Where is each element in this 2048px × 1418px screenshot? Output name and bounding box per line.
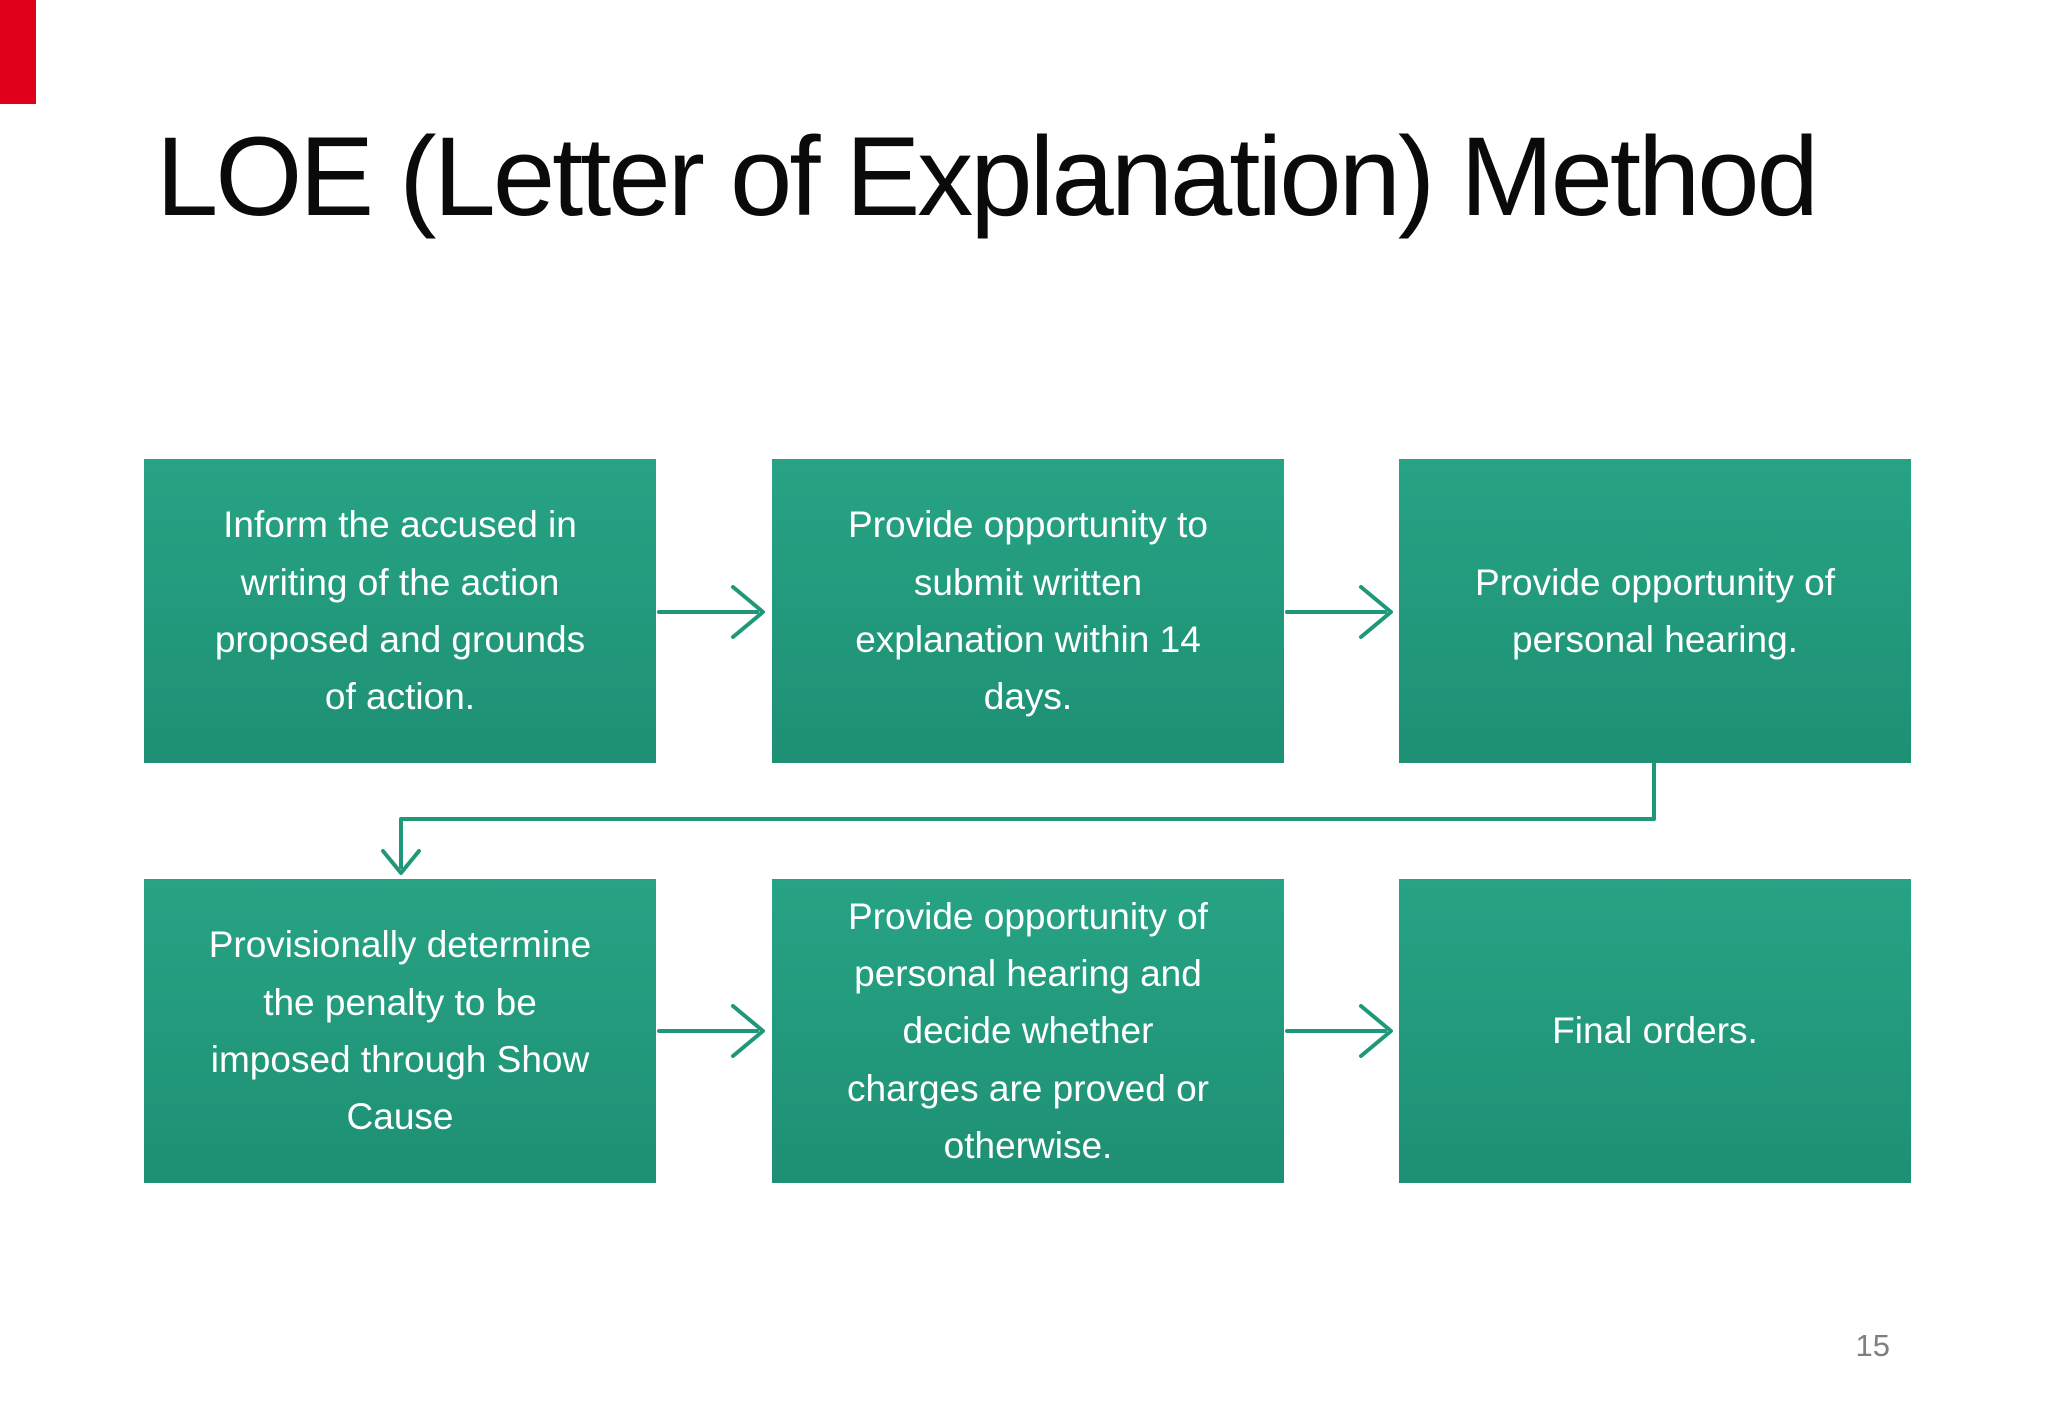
flow-step-5: Provide opportunity of personal hearing …	[772, 879, 1284, 1183]
arrow-step4-to-step5-icon	[657, 1004, 765, 1058]
flow-step-3: Provide opportunity of personal hearing.	[1399, 459, 1911, 763]
arrow-step3-to-step4-elbow-icon	[381, 762, 1656, 875]
flow-step-1: Inform the accused in writing of the act…	[144, 459, 656, 763]
page-number: 15	[1855, 1328, 1890, 1363]
flow-step-2: Provide opportunity to submit written ex…	[772, 459, 1284, 763]
flow-step-4: Provisionally determine the penalty to b…	[144, 879, 656, 1183]
flow-step-3-label: Provide opportunity of personal hearing.	[1475, 561, 1835, 660]
arrow-step1-to-step2-icon	[657, 585, 765, 639]
red-corner-marker	[0, 0, 36, 104]
slide-title: LOE (Letter of Explanation) Method	[156, 114, 1819, 239]
arrow-step5-to-step6-icon	[1285, 1004, 1393, 1058]
flow-step-2-label: Provide opportunity to submit written ex…	[848, 504, 1208, 718]
flow-step-1-label: Inform the accused in writing of the act…	[214, 504, 586, 718]
flow-step-5-label: Provide opportunity of personal hearing …	[847, 895, 1209, 1167]
flow-step-4-label: Provisionally determine the penalty to b…	[208, 924, 592, 1138]
flow-step-6: Final orders.	[1399, 879, 1911, 1183]
flow-step-6-label: Final orders.	[1552, 1010, 1758, 1052]
arrow-step2-to-step3-icon	[1285, 585, 1393, 639]
